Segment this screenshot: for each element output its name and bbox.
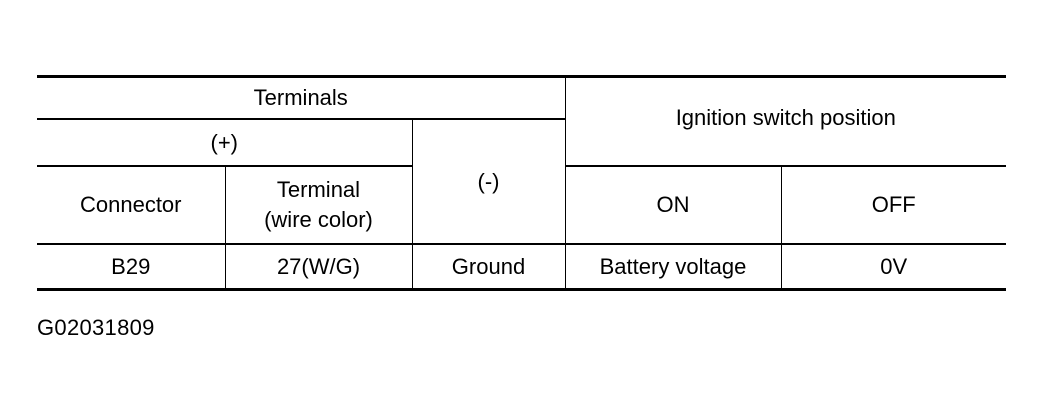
ignition-off-cell: 0V [780,243,1006,291]
minus-cell: Ground [411,243,566,291]
ignition-off-header: OFF [780,165,1006,245]
plus-terminal-header: (+) [37,118,413,167]
ignition-on-cell: Battery voltage [564,243,782,291]
terminal-wire-color-header: Terminal (wire color) [224,165,413,245]
terminal-header-line1: Terminal [276,177,361,202]
ignition-on-header: ON [564,165,782,245]
table-row: B29 27(W/G) Ground Battery voltage 0V [37,243,1006,291]
terminal-voltage-table: Terminals Ignition switch position (+) (… [37,75,1006,291]
connector-cell: B29 [37,243,226,291]
terminal-header-line2: (wire color) [264,207,373,232]
terminal-cell: 27(W/G) [224,243,413,291]
connector-header: Connector [37,165,226,245]
figure-id: G02031809 [37,315,155,340]
table-header-row-terminals: Terminals Ignition switch position [37,75,1006,167]
ignition-switch-position-header: Ignition switch position [564,75,1006,167]
minus-terminal-header: (-) [411,118,566,245]
terminals-header: Terminals [37,75,566,120]
table-header-row-columns: Connector Terminal (wire color) ON OFF [37,165,1006,245]
table-header-row-polarity: (+) (-) [37,118,1006,245]
ignition-switch-position-label: Ignition switch position [675,104,896,130]
